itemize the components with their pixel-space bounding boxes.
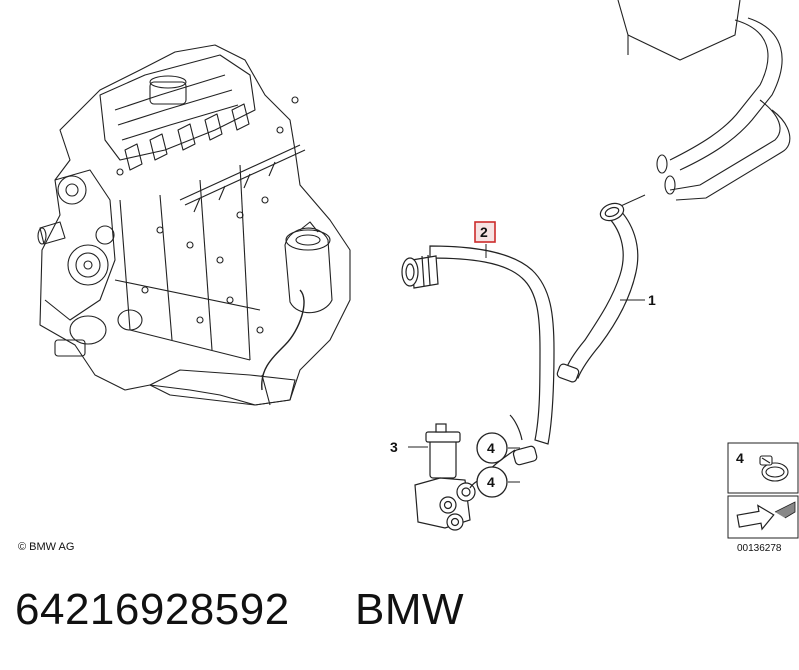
callout-leaders [408,244,645,483]
callout-4a-circle [476,432,508,464]
hose-2 [401,245,555,466]
legend-clamp-number: 4 [736,450,744,466]
callout-3: 3 [390,439,398,455]
heater-pipes [611,0,791,211]
callout-2-box [474,221,496,243]
direction-arrow-icon [736,504,775,531]
callout-2: 2 [480,224,488,240]
engine-illustration [37,44,351,406]
callout-1: 1 [648,292,656,308]
valve-3 [414,423,516,531]
hose-1 [556,202,639,383]
document-number: 00136278 [737,543,782,554]
parts-diagram: 1 2 3 4 4 4 [37,0,799,539]
callout-4b-circle [476,466,508,498]
legend-arrow-box [727,495,799,539]
copyright-label: © BMW AG [18,541,75,553]
part-number: 64216928592 [15,585,290,634]
hose-clamp-icon [759,455,789,482]
callout-4b: 4 [487,474,495,490]
callout-4a: 4 [487,440,495,456]
brand-name: BMW [355,585,465,634]
legend-clamp-box: 4 [727,442,799,494]
